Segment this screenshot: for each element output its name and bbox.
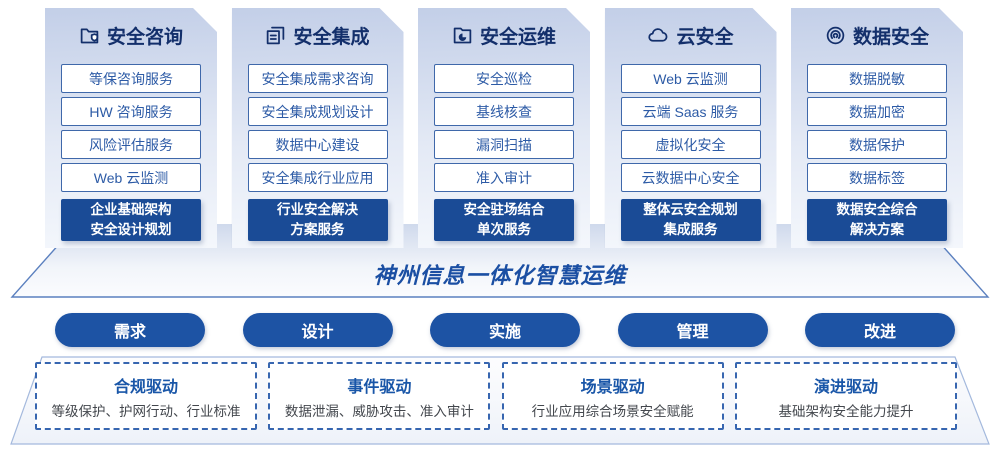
column-highlight: 整体云安全规划 集成服务	[621, 199, 761, 241]
service-item: 云端 Saas 服务	[621, 97, 761, 126]
process-pills: 需求 设计 实施 管理 改进	[55, 313, 955, 347]
service-item: 数据中心建设	[248, 130, 388, 159]
driver-evolution: 演进驱动 基础架构安全能力提升	[734, 362, 957, 430]
service-item: Web 云监测	[61, 163, 201, 192]
service-item: 虚拟化安全	[621, 130, 761, 159]
service-columns: 安全咨询 等保咨询服务 HW 咨询服务 风险评估服务 Web 云监测 企业基础架…	[45, 8, 963, 248]
pie-folder-icon	[452, 25, 473, 46]
column-data-security: 数据安全 数据脱敏 数据加密 数据保护 数据标签 数据安全综合 解决方案	[791, 8, 963, 248]
service-item: 数据脱敏	[807, 64, 947, 93]
driver-title: 演进驱动	[813, 378, 878, 396]
service-item: 基线核查	[434, 97, 574, 126]
service-item: 数据保护	[807, 130, 947, 159]
service-item: 风险评估服务	[61, 130, 201, 159]
column-highlight: 行业安全解决 方案服务	[248, 199, 388, 241]
column-security-operations: 安全运维 安全巡检 基线核查 漏洞扫描 准入审计 安全驻场结合 单次服务	[418, 8, 590, 248]
cloud-icon	[647, 25, 669, 46]
service-item: Web 云监测	[621, 64, 761, 93]
pill-implementation: 实施	[430, 313, 580, 347]
column-title: 云安全	[676, 26, 734, 48]
documents-icon	[265, 25, 286, 46]
column-title: 数据安全	[852, 26, 929, 48]
service-item: 安全集成规划设计	[248, 97, 388, 126]
service-item: 数据标签	[807, 163, 947, 192]
driver-subtitle: 基础架构安全能力提升	[778, 403, 914, 419]
driver-compliance: 合规驱动 等级保护、护网行动、行业标准	[35, 362, 257, 430]
driver-subtitle: 行业应用综合场景安全赋能	[531, 403, 694, 419]
service-item: HW 咨询服务	[61, 97, 201, 126]
driver-title: 事件驱动	[347, 378, 412, 396]
column-cloud-security: 云安全 Web 云监测 云端 Saas 服务 虚拟化安全 云数据中心安全 整体云…	[605, 8, 777, 248]
service-item: 云数据中心安全	[621, 163, 761, 192]
column-header: 云安全	[621, 22, 761, 48]
folder-shield-icon	[79, 25, 100, 46]
column-security-consulting: 安全咨询 等保咨询服务 HW 咨询服务 风险评估服务 Web 云监测 企业基础架…	[45, 8, 217, 248]
column-header: 安全运维	[434, 22, 574, 48]
driver-boxes: 合规驱动 等级保护、护网行动、行业标准 事件驱动 数据泄漏、威胁攻击、准入审计 …	[35, 362, 957, 430]
service-item: 等保咨询服务	[61, 64, 201, 93]
column-header: 安全咨询	[61, 22, 201, 48]
pill-design: 设计	[242, 313, 393, 347]
column-security-integration: 安全集成 安全集成需求咨询 安全集成规划设计 数据中心建设 安全集成行业应用 行…	[232, 8, 404, 248]
column-header: 数据安全	[807, 22, 947, 48]
service-item: 安全集成需求咨询	[248, 64, 388, 93]
driver-title: 场景驱动	[580, 378, 645, 396]
service-item: 安全集成行业应用	[248, 163, 388, 192]
driver-subtitle: 等级保护、护网行动、行业标准	[51, 403, 241, 419]
pill-improvement: 改进	[805, 313, 955, 347]
pill-management: 管理	[617, 313, 768, 347]
driver-incident: 事件驱动 数据泄漏、威胁攻击、准入审计	[268, 362, 491, 430]
service-item: 准入审计	[434, 163, 574, 192]
service-item: 数据加密	[807, 97, 947, 126]
banner-title: 神州信息一体化智慧运维	[373, 263, 627, 288]
column-title: 安全咨询	[106, 26, 183, 48]
column-highlight: 企业基础架构 安全设计规划	[61, 199, 201, 241]
driver-title: 合规驱动	[113, 378, 178, 396]
fingerprint-icon	[825, 25, 846, 46]
column-title: 安全集成	[293, 26, 370, 48]
pill-requirements: 需求	[55, 313, 205, 347]
column-highlight: 数据安全综合 解决方案	[807, 199, 947, 241]
column-title: 安全运维	[479, 26, 556, 48]
service-item: 安全巡检	[434, 64, 574, 93]
column-highlight: 安全驻场结合 单次服务	[434, 199, 574, 241]
service-item: 漏洞扫描	[434, 130, 574, 159]
column-header: 安全集成	[248, 22, 388, 48]
driver-subtitle: 数据泄漏、威胁攻击、准入审计	[284, 403, 474, 419]
driver-scenario: 场景驱动 行业应用综合场景安全赋能	[501, 362, 724, 430]
